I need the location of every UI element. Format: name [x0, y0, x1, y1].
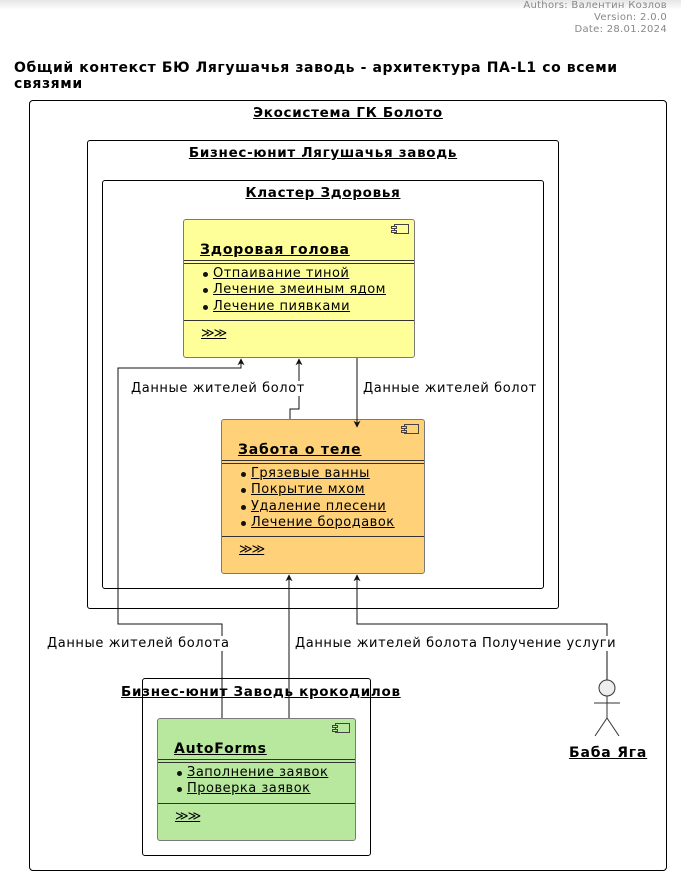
component-items: Отпаивание тиной Лечение змеиным ядом Ле…	[202, 266, 386, 315]
bu-croc-boundary[interactable]: Бизнес-юнит Заводь крокодилов	[121, 678, 400, 856]
divider	[184, 320, 414, 321]
component-name: AutoForms	[174, 741, 267, 757]
component-icon	[391, 224, 409, 234]
component-body-care[interactable]: Забота о теле Грязевые ванны Покрытие мх…	[221, 419, 425, 574]
list-item[interactable]: Грязевые ванны	[240, 466, 395, 482]
document-meta: Authors: Валентин Козлов Version: 2.0.0 …	[523, 0, 667, 36]
list-item[interactable]: Покрытие мхом	[240, 482, 395, 498]
cluster-label: Кластер Здоровья	[245, 185, 401, 201]
ecosystem-boundary[interactable]: Экосистема ГК Болото	[29, 100, 667, 871]
person-icon[interactable]	[594, 679, 620, 737]
component-icon	[401, 424, 419, 434]
diagram-title: Общий контекст БЮ Лягушачья заводь - арх…	[14, 60, 618, 92]
authors-text: Authors: Валентин Козлов	[523, 0, 667, 11]
list-item[interactable]: Лечение змеиным ядом	[202, 282, 386, 298]
edge-label-body-to-head: Данные жителей болот	[131, 381, 305, 396]
bu-frog-boundary[interactable]: Бизнес-юнит Лягушачья заводь	[87, 140, 559, 609]
bu-croc-label: Бизнес-юнит Заводь крокодилов	[121, 684, 401, 700]
list-item[interactable]: Проверка заявок	[176, 781, 328, 797]
divider	[158, 803, 355, 804]
divider	[158, 759, 355, 763]
edge-label-autoforms-to-head: Данные жителей болота	[47, 636, 230, 651]
component-name: Здоровая голова	[200, 242, 350, 258]
list-item[interactable]: Лечение бородавок	[240, 515, 395, 531]
edge-label-actor-to-body: Получение услуги	[482, 636, 617, 651]
bu-frog-label: Бизнес-юнит Лягушачья заводь	[188, 145, 458, 161]
ecosystem-label: Экосистема ГК Болото	[253, 105, 443, 121]
more-link[interactable]: ≫≫	[201, 326, 227, 341]
edge-autoforms-to-head[interactable]	[117, 358, 245, 718]
top-shadow	[0, 0, 681, 10]
edge-actor-to-body[interactable]	[353, 574, 608, 680]
edge-label-head-to-body: Данные жителей болот	[363, 381, 537, 396]
component-icon	[332, 723, 350, 733]
list-item[interactable]: Удаление плесени	[240, 499, 395, 515]
list-item[interactable]: Отпаивание тиной	[202, 266, 386, 282]
component-healthy-head[interactable]: Здоровая голова Отпаивание тиной Лечение…	[183, 219, 415, 358]
divider	[222, 460, 424, 464]
component-items: Грязевые ванны Покрытие мхом Удаление пл…	[240, 466, 395, 531]
component-items: Заполнение заявок Проверка заявок	[176, 765, 328, 798]
list-item[interactable]: Заполнение заявок	[176, 765, 328, 781]
more-link[interactable]: ≫≫	[239, 542, 265, 557]
list-item[interactable]: Лечение пиявками	[202, 299, 386, 315]
edge-label-autoforms-to-body: Данные жителей болота	[295, 636, 478, 651]
component-name: Забота о теле	[238, 442, 362, 458]
cluster-boundary[interactable]: Кластер Здоровья	[102, 180, 544, 589]
more-link[interactable]: ≫≫	[175, 809, 201, 824]
actor-name[interactable]: Баба Яга	[569, 745, 648, 761]
divider	[184, 260, 414, 264]
component-autoforms[interactable]: AutoForms Заполнение заявок Проверка зая…	[157, 718, 356, 841]
version-text: Version: 2.0.0	[594, 12, 667, 23]
date-text: Date: 28.01.2024	[574, 24, 667, 35]
divider	[222, 536, 424, 537]
